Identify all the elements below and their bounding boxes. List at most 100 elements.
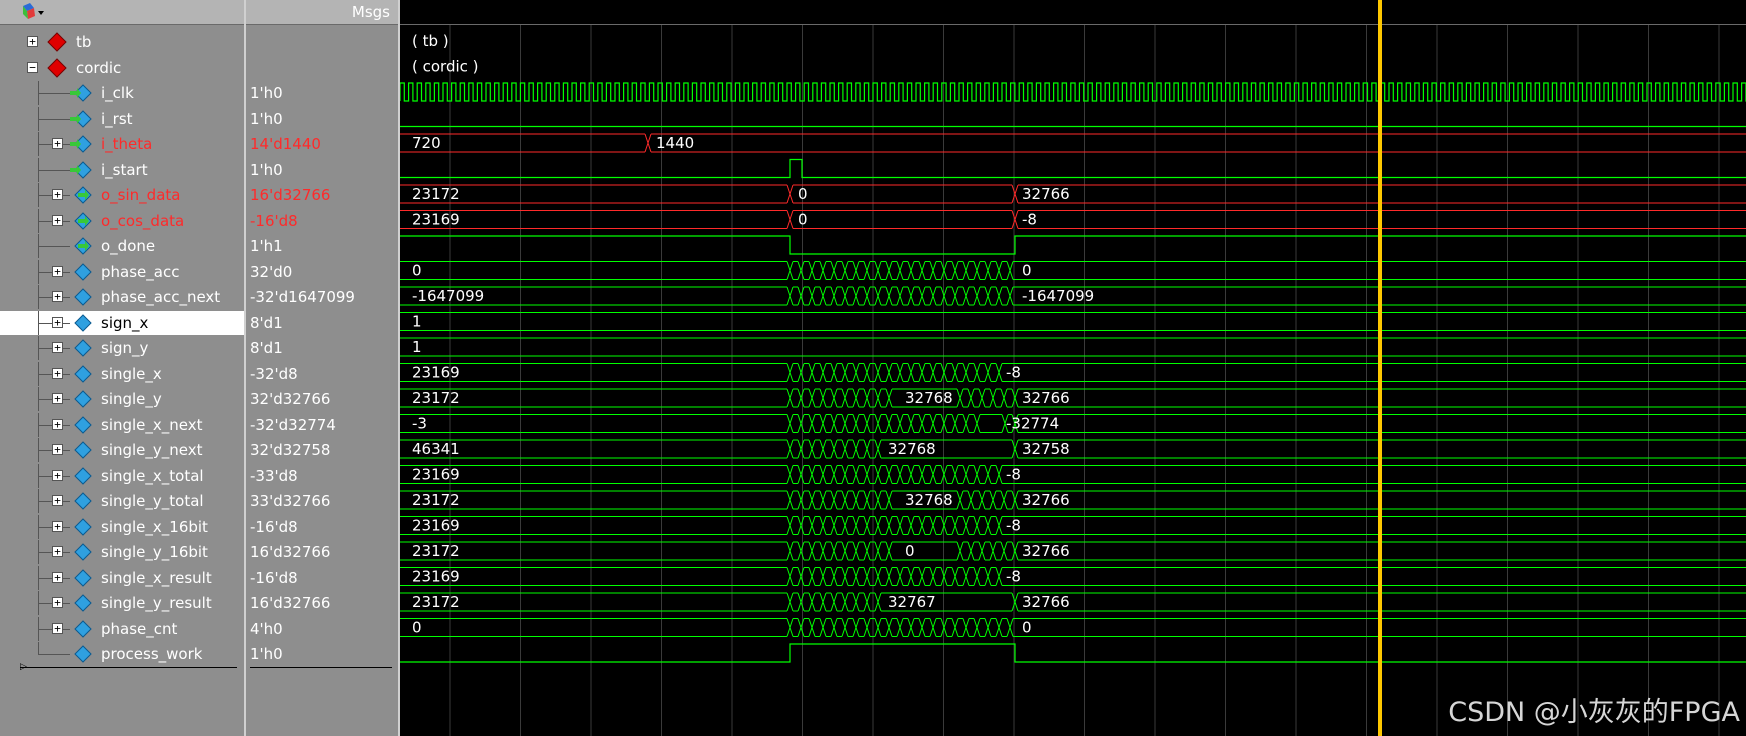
signal-row-i_theta[interactable]: +i_theta	[0, 132, 244, 156]
tree-connector	[38, 654, 70, 655]
bus-transition	[951, 286, 959, 306]
bus-value-label: 0	[1022, 619, 1032, 637]
expand-icon[interactable]: +	[52, 546, 63, 557]
bus-transition	[852, 363, 860, 382]
expand-icon[interactable]: +	[52, 495, 63, 506]
signal-row-i_clk[interactable]: i_clk	[0, 81, 244, 105]
bus-transition	[995, 516, 1003, 535]
expand-icon[interactable]: +	[52, 265, 63, 277]
bus-transition	[786, 439, 794, 459]
expand-icon[interactable]: +	[52, 393, 63, 404]
bus-transition	[951, 261, 959, 280]
bus-transition	[896, 261, 904, 280]
bus-transition	[1011, 184, 1019, 204]
expand-icon[interactable]: +	[52, 214, 63, 226]
expand-icon[interactable]: +	[52, 138, 63, 149]
expand-icon[interactable]: +	[52, 316, 63, 328]
bus-value-label: 23169	[412, 568, 460, 586]
signal-name-header	[0, 0, 244, 25]
bus-transition	[984, 618, 992, 637]
signal-name-label: phase_acc	[101, 262, 180, 281]
signal-row-phase_acc[interactable]: + phase_acc	[0, 259, 244, 284]
signal-value-sign_x: 8'd1	[250, 313, 283, 332]
signal-row-single_x[interactable]: +single_x	[0, 361, 244, 386]
expand-icon[interactable]: +	[52, 418, 63, 430]
bus-transition	[989, 541, 997, 561]
collapse-icon[interactable]: −	[27, 61, 38, 73]
expand-icon[interactable]: +	[52, 469, 63, 481]
signal-row-phase_cnt[interactable]: +phase_cnt	[0, 616, 244, 641]
bus-transition	[786, 184, 794, 204]
bus-transition	[852, 439, 860, 459]
signal-row-tb[interactable]: +tb	[0, 30, 244, 54]
bus-transition	[929, 618, 937, 637]
bus-transition	[962, 261, 970, 280]
signal-row-cordic[interactable]: −cordic	[0, 56, 244, 80]
expand-icon[interactable]: +	[52, 622, 63, 634]
bus-transition	[940, 286, 948, 306]
bus-transition	[841, 286, 849, 306]
bus-transition	[951, 465, 959, 484]
bus-transition	[907, 414, 915, 433]
input-signal-icon	[70, 160, 92, 179]
signal-row-single_x_16bit[interactable]: +single_x_16bit	[0, 514, 244, 539]
expand-icon[interactable]: +	[27, 36, 38, 47]
signal-row-single_x_result[interactable]: + single_x_result	[0, 565, 244, 590]
signal-row-phase_acc_next[interactable]: + phase_acc_next	[0, 285, 244, 309]
signal-row-o_sin_data[interactable]: +o_sin_data	[0, 183, 244, 207]
bus-transition	[797, 516, 805, 535]
expand-icon[interactable]: +	[52, 571, 63, 583]
expand-icon[interactable]: +	[52, 597, 63, 608]
bus-transition	[797, 261, 805, 280]
red-diamond-icon	[47, 32, 67, 52]
pane-splitter[interactable]	[398, 0, 400, 736]
bus-transition	[786, 388, 794, 408]
bus-transition	[808, 439, 816, 459]
bus-value-label: 0	[1022, 262, 1032, 280]
bus-transition	[819, 618, 827, 637]
signal-row-single_y_result[interactable]: +single_y_result	[0, 591, 244, 615]
wave-format-icon[interactable]	[20, 2, 46, 22]
signal-row-single_y_16bit[interactable]: +single_y_16bit	[0, 540, 244, 564]
bus-transition	[874, 592, 882, 612]
signal-name-label: single_x_result	[101, 568, 212, 587]
internal-signal-icon	[74, 364, 92, 383]
bus-transition	[885, 567, 893, 586]
signal-row-single_y_next[interactable]: +single_y_next	[0, 438, 244, 462]
expand-icon[interactable]: +	[52, 342, 63, 353]
signal-row-i_rst[interactable]: i_rst	[0, 106, 244, 131]
input-signal-icon	[70, 109, 92, 128]
internal-signal-icon	[74, 339, 92, 357]
expand-icon[interactable]: +	[52, 444, 63, 455]
bus-transition	[830, 388, 838, 408]
tree-connector	[38, 246, 70, 247]
expand-icon[interactable]: +	[52, 291, 63, 302]
bus-value-label: 23169	[412, 364, 460, 382]
signal-row-single_x_total[interactable]: +single_x_total	[0, 463, 244, 488]
bus-transition	[984, 465, 992, 484]
bus-transition	[962, 414, 970, 433]
signal-row-single_x_next[interactable]: +single_x_next	[0, 412, 244, 437]
signal-row-single_y_total[interactable]: +single_y_total	[0, 489, 244, 513]
signal-name-label: phase_acc_next	[101, 288, 221, 306]
signal-row-o_cos_data[interactable]: +o_cos_data	[0, 208, 244, 233]
signal-row-sign_x[interactable]: +sign_x	[0, 310, 244, 335]
expand-icon[interactable]: +	[52, 367, 63, 379]
list-end-separator	[20, 667, 237, 668]
pane-splitter[interactable]	[244, 0, 246, 736]
logic-waveform	[400, 158, 1746, 179]
signal-row-single_y[interactable]: +single_y	[0, 387, 244, 411]
signal-row-i_start[interactable]: i_start	[0, 157, 244, 182]
signal-row-o_done[interactable]: o_done	[0, 234, 244, 258]
bus-transition	[951, 516, 959, 535]
signal-row-sign_y[interactable]: +sign_y	[0, 336, 244, 360]
signal-row-process_work[interactable]: process_work	[0, 642, 244, 666]
expand-icon[interactable]: +	[52, 189, 63, 200]
internal-signal-icon	[74, 619, 92, 638]
bus-transition	[973, 618, 981, 637]
expand-icon[interactable]: +	[52, 520, 63, 532]
